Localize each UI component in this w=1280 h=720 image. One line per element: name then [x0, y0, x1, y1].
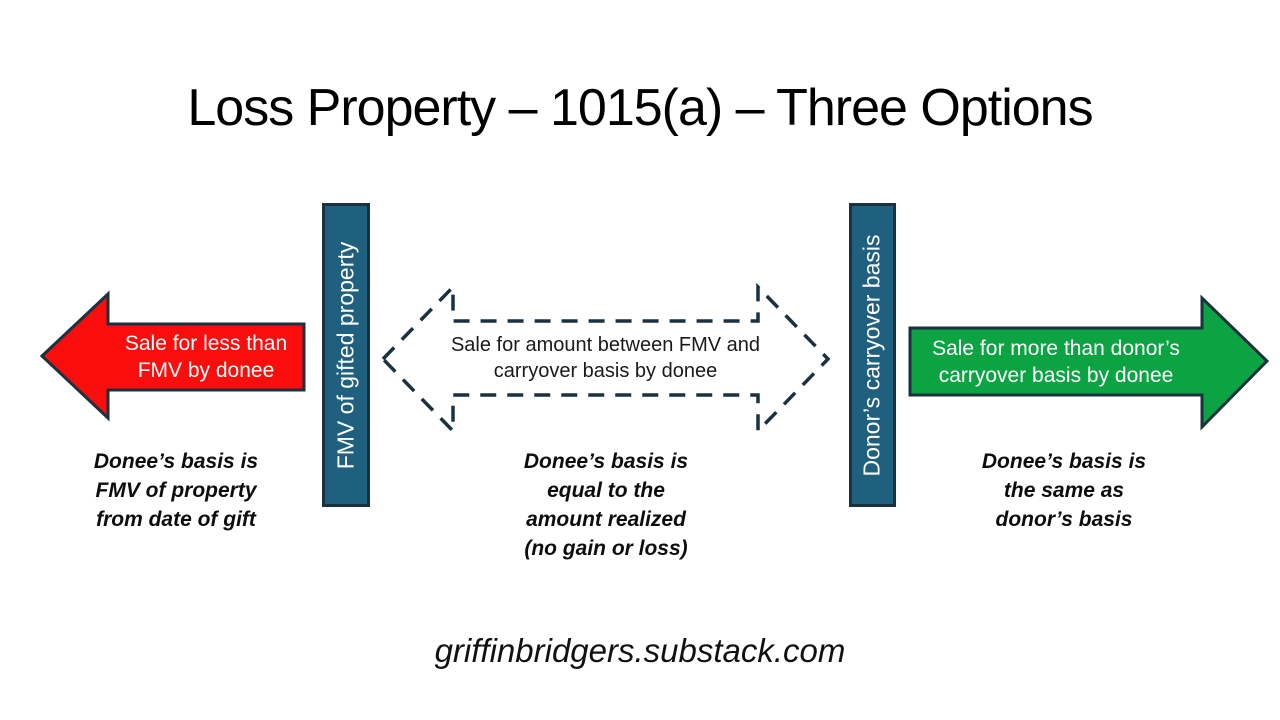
right-arrow-shape: [908, 294, 1270, 431]
right-note: Donee’s basis is the same as donor’s bas…: [944, 447, 1184, 534]
left-arrow-label: Sale for less than FMV by donee: [108, 324, 304, 390]
right-note-line2: the same as: [1003, 479, 1125, 502]
carryover-basis-bar-label: Donor’s carryover basis: [859, 233, 885, 477]
middle-note-line2: equal to the: [547, 479, 665, 502]
fmv-bar-label: FMV of gifted property: [332, 241, 359, 469]
left-arrow-label-line2: FMV by donee: [137, 359, 275, 382]
middle-note-line4: (no gain or loss): [524, 537, 688, 560]
middle-double-arrow-shape: [380, 282, 831, 436]
left-note-line3: from date of gift: [96, 508, 256, 531]
footer-url: griffinbridgers.substack.com: [434, 632, 846, 669]
carryover-basis-bar: Donor’s carryover basis: [849, 203, 896, 507]
fmv-bar: FMV of gifted property: [322, 203, 370, 507]
right-arrow-icon: [908, 294, 1270, 431]
right-note-line3: donor’s basis: [995, 508, 1133, 531]
left-note-line1: Donee’s basis is: [93, 450, 259, 473]
left-arrow-shape: [39, 290, 306, 422]
middle-note-line1: Donee’s basis is: [523, 450, 689, 473]
middle-arrow-label-line2: carryover basis by donee: [493, 360, 718, 382]
middle-double-arrow-icon: [380, 282, 831, 436]
middle-arrow-label: Sale for amount between FMV and carryove…: [450, 322, 761, 394]
middle-note: Donee’s basis is equal to the amount rea…: [486, 447, 726, 563]
right-arrow-label: Sale for more than donor’s carryover bas…: [910, 328, 1202, 395]
right-arrow-label-line1: Sale for more than donor’s: [932, 336, 1180, 360]
left-note-line2: FMV of property: [95, 479, 257, 502]
right-arrow-label-line2: carryover basis by donee: [938, 363, 1174, 387]
middle-note-line3: amount realized: [526, 508, 686, 531]
page-title: Loss Property – 1015(a) – Three Options: [187, 79, 1093, 137]
left-arrow-icon: [39, 290, 306, 422]
left-note: Donee’s basis is FMV of property from da…: [56, 447, 296, 534]
right-note-line1: Donee’s basis is: [981, 450, 1147, 473]
left-arrow-label-line1: Sale for less than: [124, 332, 288, 355]
middle-arrow-label-line1: Sale for amount between FMV and: [450, 334, 761, 356]
